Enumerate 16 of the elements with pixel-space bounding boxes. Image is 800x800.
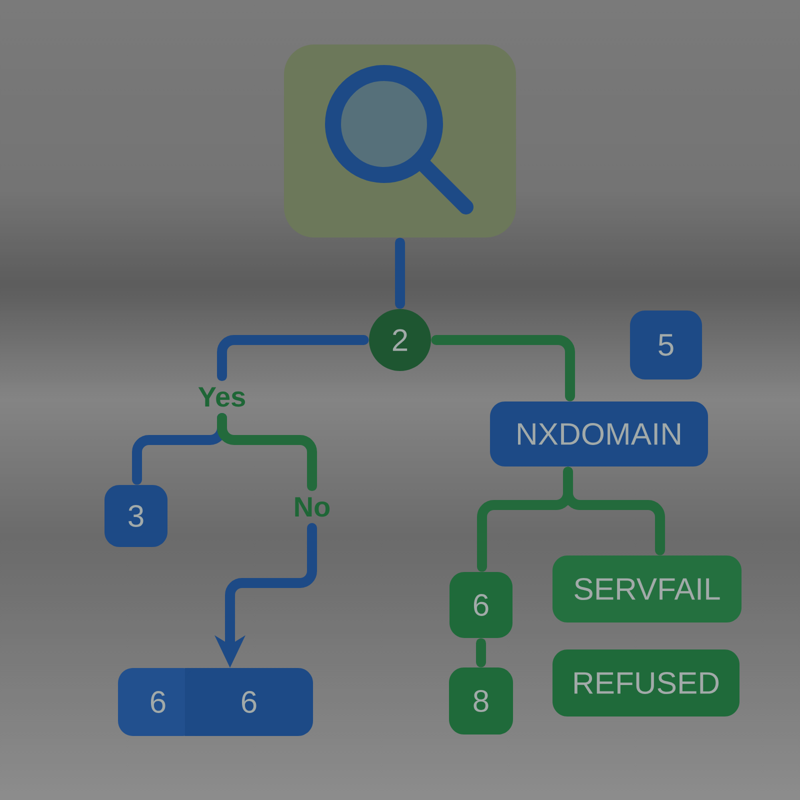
connector-line: [563, 466, 665, 556]
connector-line: [217, 412, 317, 492]
step-box: 6: [450, 572, 512, 638]
branch-label: No: [295, 497, 330, 517]
step-box: 8: [449, 668, 513, 734]
step-box: 6: [185, 668, 313, 736]
search-icon: [284, 44, 516, 238]
branch-label: Yes: [198, 387, 245, 407]
status-box: REFUSED: [552, 650, 740, 716]
connector-line: [395, 238, 405, 309]
connector-line: [476, 638, 486, 668]
step-box: 5: [630, 310, 702, 380]
step-box: 3: [104, 485, 168, 547]
status-box: NXDOMAIN: [490, 402, 708, 466]
status-box: SERVFAIL: [552, 556, 742, 622]
connector-line: [431, 335, 575, 402]
